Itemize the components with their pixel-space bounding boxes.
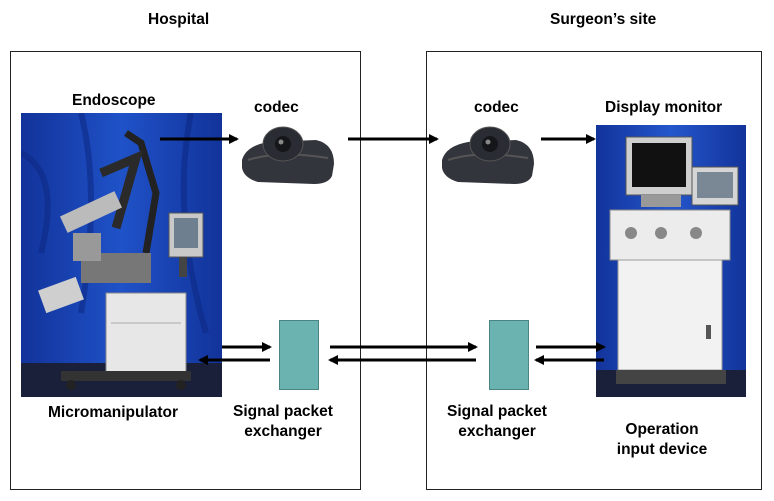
signal-packet-exchanger-left bbox=[279, 320, 319, 390]
endoscope-label: Endoscope bbox=[72, 92, 156, 109]
codec-label-right: codec bbox=[474, 99, 519, 116]
surgeon-site-title: Surgeon’s site bbox=[550, 11, 657, 28]
signal-packet-exchanger-right bbox=[489, 320, 529, 390]
codec-device-left bbox=[238, 120, 338, 190]
micromanipulator-photo bbox=[21, 113, 222, 397]
codec-device-right bbox=[438, 120, 538, 190]
hospital-title: Hospital bbox=[148, 11, 210, 28]
operation-console-photo bbox=[596, 125, 746, 397]
display-monitor-label: Display monitor bbox=[605, 99, 723, 116]
micromanipulator-label: Micromanipulator bbox=[48, 404, 179, 421]
signal-packet-exchanger-left-label: Signal packet exchanger bbox=[233, 403, 333, 441]
signal-packet-exchanger-right-label: Signal packet exchanger bbox=[447, 403, 547, 441]
operation-input-device-label: Operation input device bbox=[616, 421, 708, 459]
codec-label-left: codec bbox=[254, 99, 299, 116]
